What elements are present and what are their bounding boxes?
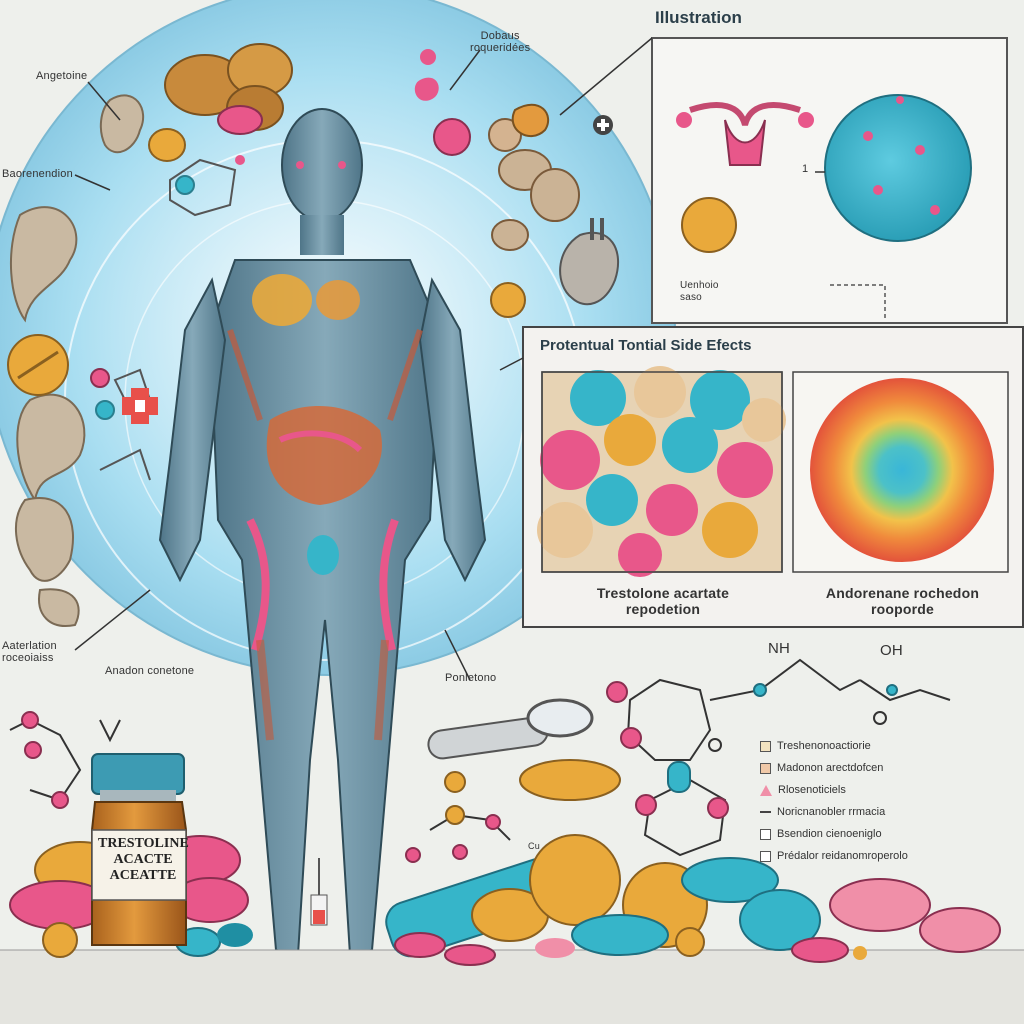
- legend-item: Bsendion cienoeniglo: [760, 823, 1010, 845]
- chem-small-label: Cu: [528, 841, 540, 851]
- legend-item: Rlosenoticiels: [760, 779, 1010, 801]
- bottom-right-pills: [385, 759, 1001, 966]
- legend-swatch-icon: [760, 811, 771, 813]
- label-bottom-right: Ponletono: [445, 672, 497, 684]
- legend-label: Madonon arectdofcen: [777, 762, 884, 774]
- chem-oh-label: OH: [880, 642, 903, 659]
- legend-label: Noricnanobler rrmacia: [777, 806, 886, 818]
- top-pill-cluster: [148, 43, 293, 162]
- legend-swatch-icon: [760, 762, 771, 774]
- label-top-center: Dobaus roqueridées: [470, 30, 531, 54]
- vial-label: TRESTOLINE ACACTE ACEATTE: [98, 836, 189, 883]
- page-title: Illustration: [655, 8, 742, 27]
- legend-label: Treshenonoactiorie: [777, 740, 871, 752]
- label-left-upper: Baorenendion: [2, 168, 73, 180]
- vial: [91, 753, 187, 946]
- legend-item: Noricnanobler rrmacia: [760, 801, 1010, 823]
- center-molecule: [405, 771, 511, 863]
- red-cross-icon: [122, 388, 158, 424]
- legend-label: Prédalor reidanomroperolo: [777, 850, 908, 862]
- legend-item: Treshenonoactiorie: [760, 735, 1010, 757]
- human-body: [158, 108, 487, 957]
- chem-nh-label: NH: [768, 640, 791, 657]
- legend-swatch-icon: [760, 740, 771, 752]
- magnifier-icon: [427, 698, 594, 760]
- right-molecule: [606, 658, 951, 857]
- legend-item: Madonon arectdofcen: [760, 757, 1010, 779]
- label-bottom-left: Anadon conetone: [105, 665, 195, 677]
- leader-lines: [74, 49, 481, 681]
- inset-caption: Uenhoio saso: [680, 280, 719, 303]
- left-molecule: [90, 155, 245, 481]
- label-top-left: Angetoine: [36, 70, 88, 82]
- inset-marker: 1: [802, 163, 809, 175]
- side-effects-right-caption: Andorenane rochedon rooporde: [825, 585, 980, 617]
- cell-icon: [824, 94, 972, 242]
- legend-swatch-icon: [760, 828, 771, 840]
- plus-icon: [593, 115, 613, 135]
- side-effects-panel: [499, 326, 1024, 628]
- side-effects-title: Protentual Tontial Side Efects: [540, 337, 752, 354]
- legend-swatch-icon: [760, 850, 771, 862]
- floor: [0, 949, 1024, 1024]
- side-effects-left-caption: Trestolone acartate repodetion: [596, 585, 730, 617]
- illustration-inset: [559, 37, 1008, 324]
- legend-label: Bsendion cienoeniglo: [777, 828, 882, 840]
- legend-swatch-icon: [760, 784, 772, 796]
- right-organs: [414, 49, 580, 318]
- syringe-icon: [310, 858, 328, 926]
- heart-icon: [559, 218, 620, 306]
- uterus-icon: [676, 102, 814, 166]
- legend-item: Prédalor reidanomroperolo: [760, 845, 1010, 867]
- left-pill: [7, 334, 69, 396]
- bottom-left-molecule: [9, 711, 121, 809]
- legend-label: Rlosenoticiels: [778, 784, 846, 796]
- label-left-lower: Aaterlation roceoiaiss: [2, 640, 57, 664]
- left-figures: [10, 94, 145, 627]
